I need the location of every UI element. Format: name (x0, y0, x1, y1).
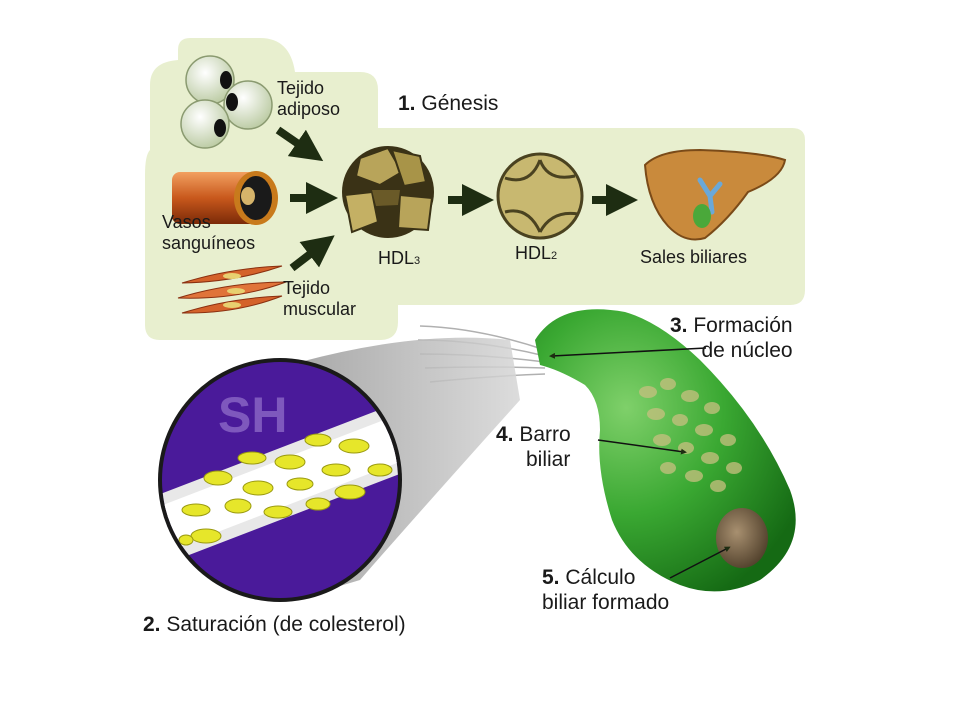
adipose-cells-illustration (180, 55, 273, 149)
label-text: HDL (378, 248, 415, 268)
arrow-adipose-to-hdl3 (275, 126, 324, 162)
hdl3-particle (342, 146, 434, 238)
pointer-nucleus (549, 347, 707, 359)
step-number: 1. (398, 92, 416, 115)
label-bile-salts: Sales biliares (640, 247, 748, 267)
pointer-sludge (597, 439, 687, 455)
hdl2-particle (496, 152, 584, 240)
muscle-tissue-illustration (177, 265, 287, 314)
label-gallstone-formed: 5. Cálculo biliar formado (542, 565, 669, 615)
gallstone (716, 508, 768, 568)
sh-logo: SH (218, 387, 287, 443)
label-line: biliar formado (542, 591, 670, 614)
blood-vessel-illustration (172, 171, 278, 225)
pointer-stone (669, 546, 731, 579)
label-muscle-tissue: Tejido muscular (283, 278, 356, 320)
magnified-vessel-view: SH (158, 358, 402, 602)
genesis-title: 1. Génesis (398, 91, 498, 116)
label-line: Tejido (283, 278, 331, 298)
label-line: biliar (526, 448, 571, 471)
step-number: 2. (143, 613, 161, 636)
arrow-muscle-to-hdl3 (289, 235, 335, 272)
step-number: 4. (496, 423, 514, 446)
label-nucleus-formation: 3. Formación de núcleo (670, 313, 793, 363)
label-adipose-tissue: Tejido adiposo (277, 78, 340, 120)
step-title: Saturación (de colesterol) (166, 613, 406, 636)
gallbladder-illustration (535, 309, 796, 592)
label-saturation: 2. Saturación (de colesterol) (143, 612, 406, 637)
label-line: muscular (283, 299, 357, 319)
label-line: Tejido (277, 78, 325, 98)
label-subscript: 3 (414, 255, 421, 267)
label-hdl3: HDL3 (378, 248, 420, 272)
label-subscript: 2 (551, 250, 558, 262)
label-line: sanguíneos (162, 233, 256, 253)
pointer-lines (549, 347, 731, 579)
label-blood-vessels: Vasos sanguíneos (162, 212, 255, 254)
step-title: Génesis (421, 92, 499, 115)
label-line: Barro (519, 423, 571, 446)
label-hdl2: HDL2 (515, 243, 557, 267)
genesis-arrows (275, 126, 638, 272)
step-number: 5. (542, 566, 560, 589)
label-line: Vasos (162, 212, 211, 232)
label-line: Cálculo (565, 566, 636, 589)
cholesterol-crystals (178, 433, 393, 546)
label-line: de núcleo (701, 339, 793, 362)
label-line: Formación (693, 314, 793, 337)
liver-illustration (643, 148, 787, 241)
label-text: HDL (515, 243, 552, 263)
biliary-sludge-crystals (639, 378, 742, 492)
label-biliary-sludge: 4. Barro biliar (496, 422, 571, 472)
step-number: 3. (670, 314, 688, 337)
label-line: adiposo (277, 99, 341, 119)
